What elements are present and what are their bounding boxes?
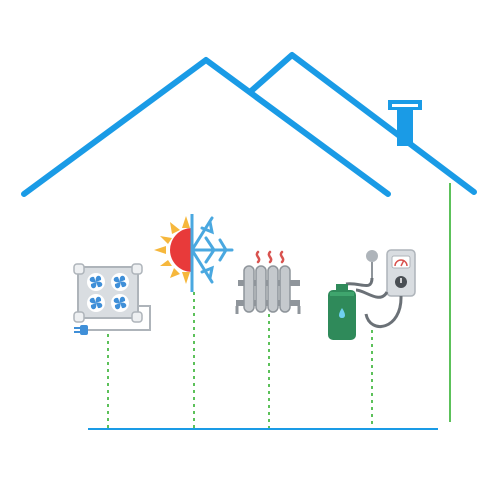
dotted-connectors — [107, 292, 373, 428]
air-purifier-fan-panel-icon — [73, 263, 151, 335]
house-roof — [21, 52, 477, 197]
chimney — [388, 100, 422, 146]
sun-snowflake-climate-icon — [154, 214, 234, 292]
water-heater-boiler-icon — [328, 249, 416, 340]
radiator-heater-icon — [235, 250, 301, 314]
